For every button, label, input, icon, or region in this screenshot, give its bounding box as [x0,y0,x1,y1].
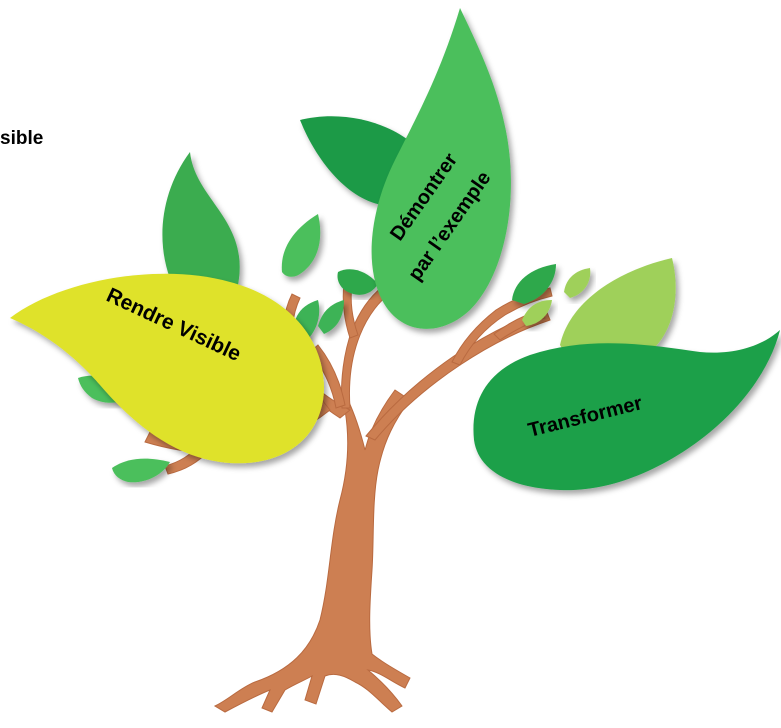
leaf-small-7 [522,300,552,326]
leaf-back-right [560,258,676,367]
cropped-label: sible [0,128,44,149]
leaf-small-5 [512,264,556,304]
leaf-small-1 [281,214,321,277]
leaf-small-3 [318,300,344,334]
leaf-back-left [162,152,240,306]
leaf-small-9 [112,458,170,483]
leaf-demontrer: Démontrer par l’exemple [371,8,511,329]
leaf-rendre-visible: Rendre Visible [10,273,325,464]
leaf-small-4 [337,269,378,295]
leaf-transformer: Transformer [473,330,780,491]
leaf-small-6 [564,268,591,298]
